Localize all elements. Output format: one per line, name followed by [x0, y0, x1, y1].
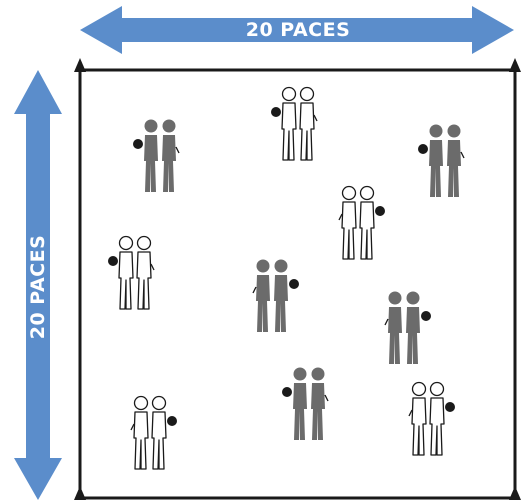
player-figure	[293, 368, 307, 441]
hand-mark	[385, 319, 388, 325]
player-figure	[360, 187, 374, 260]
player-figure	[144, 120, 158, 193]
hand-mark	[339, 214, 342, 220]
player-figure	[162, 120, 176, 193]
ball-icon	[289, 279, 299, 289]
player-figure	[447, 125, 461, 198]
corner-cone-bottom-left	[74, 486, 86, 500]
player-figure	[274, 260, 288, 333]
player-pair	[133, 120, 179, 193]
player-pair	[108, 237, 154, 310]
ball-icon	[108, 256, 118, 266]
player-figure	[342, 187, 356, 260]
player-pair	[271, 88, 317, 161]
player-pairs-layer	[108, 88, 464, 470]
ball-icon	[375, 206, 385, 216]
ball-icon	[445, 402, 455, 412]
hand-mark	[325, 395, 328, 401]
player-pair	[131, 397, 177, 470]
height-label: 20 PACES	[27, 207, 49, 367]
corner-cone-bottom-right	[509, 486, 521, 500]
player-figure	[311, 368, 325, 441]
player-figure	[152, 397, 166, 470]
player-pair	[253, 260, 299, 333]
player-figure	[388, 292, 402, 365]
hand-mark	[409, 410, 412, 416]
player-pair	[409, 383, 455, 456]
player-figure	[282, 88, 296, 161]
width-label: 20 PACES	[218, 19, 378, 41]
corner-cone-top-right	[509, 58, 521, 72]
ball-icon	[167, 416, 177, 426]
player-figure	[429, 125, 443, 198]
ball-icon	[421, 311, 431, 321]
hand-mark	[314, 115, 317, 121]
hand-mark	[131, 424, 134, 430]
player-figure	[406, 292, 420, 365]
player-pair	[339, 187, 385, 260]
player-figure	[134, 397, 148, 470]
player-figure	[430, 383, 444, 456]
player-pair	[282, 368, 328, 441]
hand-mark	[176, 147, 179, 153]
ball-icon	[418, 144, 428, 154]
player-figure	[412, 383, 426, 456]
ball-icon	[282, 387, 292, 397]
player-figure	[119, 237, 133, 310]
player-figure	[137, 237, 151, 310]
player-figure	[256, 260, 270, 333]
hand-mark	[151, 264, 154, 270]
corner-cone-top-left	[74, 58, 86, 72]
ball-icon	[133, 139, 143, 149]
hand-mark	[461, 152, 464, 158]
player-pair	[418, 125, 464, 198]
player-figure	[300, 88, 314, 161]
hand-mark	[253, 287, 256, 293]
player-pair	[385, 292, 431, 365]
ball-icon	[271, 107, 281, 117]
